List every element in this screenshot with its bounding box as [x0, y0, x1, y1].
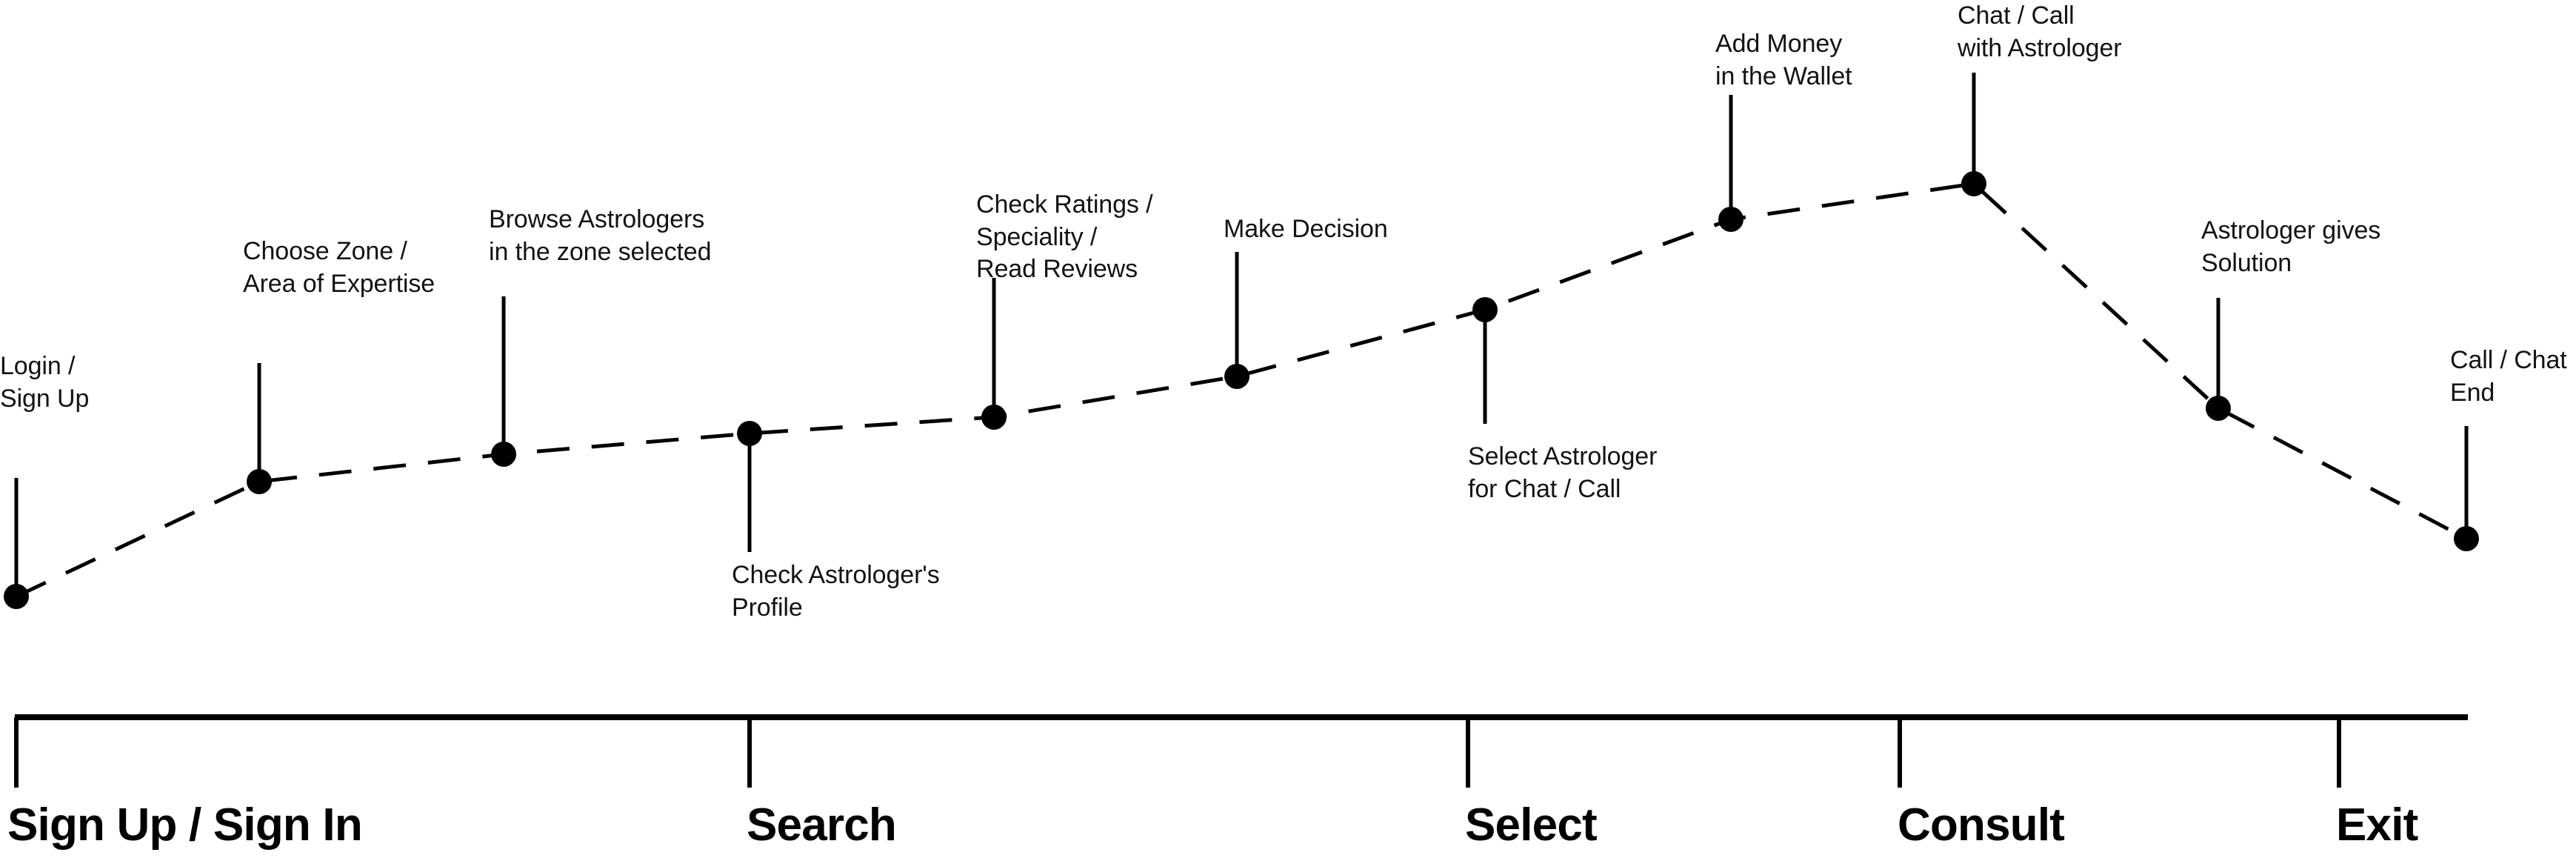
stage-label-select[interactable]: Select — [1465, 799, 1598, 851]
journey-node-choose-zone[interactable] — [247, 469, 272, 494]
node-label-line: End — [2450, 378, 2495, 407]
node-label-line: with Astrologer — [1958, 33, 2122, 62]
node-label-select-astrologer: Select Astrologer for Chat / Call — [1468, 441, 1657, 505]
node-label-line: Sign Up — [0, 384, 90, 413]
node-label-line: Add Money — [1715, 30, 1843, 58]
journey-node-check-profile[interactable] — [737, 421, 762, 446]
stage-axis — [14, 714, 2468, 788]
node-label-line: Check Ratings / — [976, 190, 1153, 219]
node-label-line: Select Astrologer — [1468, 442, 1658, 470]
node-label-login-sign-up: Login / Sign Up — [0, 350, 89, 415]
stage-label-consult[interactable]: Consult — [1898, 799, 2065, 851]
node-label-line: Login / — [0, 352, 76, 380]
leader-stems — [14, 73, 2469, 596]
node-label-line: Speciality / — [976, 222, 1098, 251]
journey-node-select-astrologer[interactable] — [1472, 297, 1498, 322]
node-label-line: for Chat / Call — [1468, 474, 1621, 503]
node-label-line: Profile — [732, 593, 803, 622]
node-label-line: Astrologer gives — [2201, 216, 2381, 245]
node-label-line: Solution — [2201, 248, 2292, 277]
node-label-line: Check Astrologer's — [732, 561, 940, 589]
node-label-line: in the Wallet — [1715, 61, 1852, 90]
node-label-line: Call / Chat — [2450, 346, 2567, 374]
stage-label-sign-up-sign-in[interactable]: Sign Up / Sign In — [7, 799, 363, 851]
stage-label-search[interactable]: Search — [747, 799, 897, 851]
node-label-line: Read Reviews — [976, 255, 1138, 284]
journey-node-check-ratings[interactable] — [981, 405, 1007, 430]
journey-node-call-chat-end[interactable] — [2454, 526, 2479, 551]
journey-node-browse-astrologers[interactable] — [491, 442, 516, 467]
stage-label-exit[interactable]: Exit — [2336, 799, 2418, 851]
node-label-line: Chat / Call — [1958, 1, 2075, 30]
node-label-add-money-wallet: Add Money in the Wallet — [1715, 28, 1852, 93]
node-label-line: Make Decision — [1224, 215, 1388, 243]
node-label-choose-zone: Choose Zone / Area of Expertise — [243, 236, 435, 300]
journey-node-chat-call-astrologer[interactable] — [1961, 171, 1986, 196]
node-label-line: Browse Astrologers — [489, 205, 705, 233]
node-label-line: Area of Expertise — [243, 269, 436, 298]
journey-node-astrologer-gives-solution[interactable] — [2206, 396, 2231, 421]
journey-node-add-money-wallet[interactable] — [1718, 207, 1744, 232]
node-label-line: Choose Zone / — [243, 237, 407, 265]
node-label-browse-astrologers: Browse Astrologers in the zone selected — [489, 204, 712, 268]
node-label-chat-call-astrologer: Chat / Call with Astrologer — [1958, 0, 2122, 64]
journey-nodes — [4, 171, 2479, 609]
journey-node-login-sign-up[interactable] — [4, 584, 29, 609]
node-label-make-decision: Make Decision — [1224, 213, 1388, 246]
node-label-line: in the zone selected — [489, 237, 712, 266]
node-label-check-ratings: Check Ratings / Speciality / Read Reviews — [976, 189, 1153, 286]
journey-node-make-decision[interactable] — [1224, 364, 1249, 389]
